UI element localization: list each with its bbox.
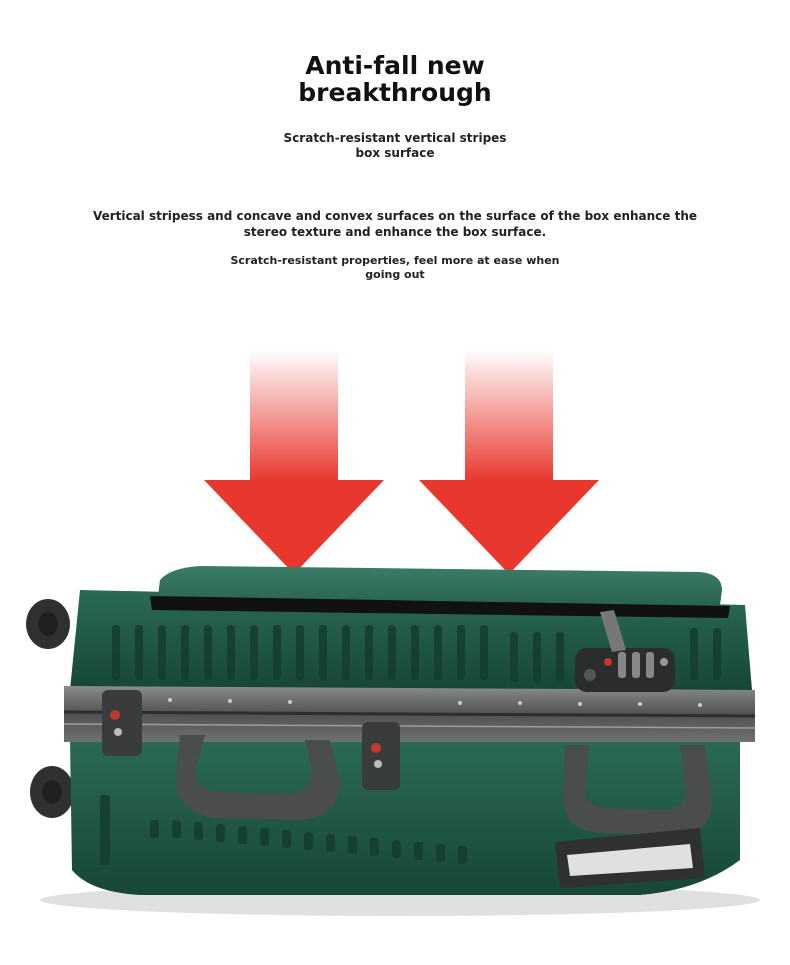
note-text: Scratch-resistant properties, feel more … (230, 254, 560, 281)
combination-lock-icon (362, 722, 400, 790)
combination-lock-icon (102, 690, 142, 756)
combination-lock-icon (575, 610, 675, 692)
headline-subtitle: Scratch-resistant vertical stripes box s… (283, 131, 507, 160)
down-arrow-icon (204, 350, 384, 574)
down-arrow-icon (419, 350, 599, 574)
headline-title: Anti-fall new breakthrough (298, 51, 492, 107)
description-text: Vertical stripess and concave and convex… (92, 209, 698, 239)
suitcase-image (26, 566, 760, 916)
wheel-icon (26, 599, 74, 818)
